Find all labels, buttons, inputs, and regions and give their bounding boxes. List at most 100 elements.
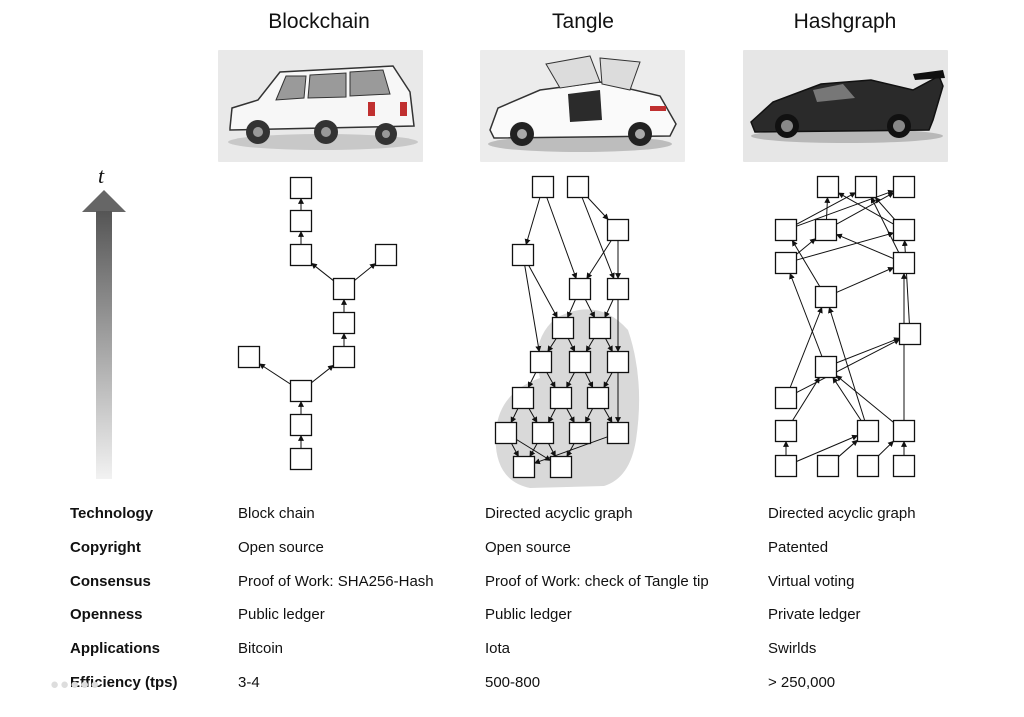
block-node-b5: [332, 277, 356, 301]
edge-h13-h11: [792, 376, 820, 421]
transaction-node-t3: [606, 218, 630, 242]
edge-t10-t13: [566, 372, 575, 389]
transaction-node-t8: [588, 316, 612, 340]
edge-h18-h15: [878, 440, 894, 457]
transaction-node-t9: [529, 350, 553, 374]
event-node-h7: [774, 251, 798, 275]
edge-h11-h10: [836, 337, 901, 364]
edge-b5-b3: [311, 262, 334, 282]
cell-tangle-applications: Iota: [485, 640, 511, 657]
edge-h16-h14: [796, 434, 859, 462]
transaction-node-t13: [549, 386, 573, 410]
event-node-h5: [814, 218, 838, 242]
event-node-h6: [892, 218, 916, 242]
edge-t10-t14: [584, 372, 594, 389]
block-node-b10: [289, 413, 313, 437]
cell-blockchain-openness: Public ledger: [238, 606, 325, 623]
event-node-h4: [774, 218, 798, 242]
car-station-wagon-image: [218, 50, 423, 162]
edge-h8-h5: [835, 233, 894, 260]
edge-h14-h11: [832, 376, 862, 421]
title-blockchain: Blockchain: [268, 10, 370, 33]
watermark-logo: ●●●●●: [50, 676, 101, 693]
edge-t8-t10: [585, 338, 595, 353]
edge-t7-t10: [567, 338, 576, 353]
edge-t12-t16: [528, 408, 538, 424]
block-node-b6: [332, 311, 356, 335]
transaction-node-t4: [511, 243, 535, 267]
event-node-h16: [774, 454, 798, 478]
cell-hashgraph-consensus: Virtual voting: [768, 573, 855, 590]
diagram-nodes: [237, 175, 922, 479]
block-node-b9: [289, 379, 313, 403]
event-node-h15: [892, 419, 916, 443]
edge-h6-h2: [874, 197, 896, 220]
edge-h6-h1: [837, 192, 894, 225]
transaction-node-t1: [531, 175, 555, 199]
edge-t13-t16: [547, 408, 557, 424]
transaction-node-t12: [511, 386, 535, 410]
transaction-node-t5: [568, 277, 592, 301]
event-node-h17: [816, 454, 840, 478]
transaction-node-t20: [549, 455, 573, 479]
cell-tangle-technology: Directed acyclic graph: [485, 505, 633, 522]
time-axis-label: t: [98, 163, 105, 188]
row-label-efficiency: Efficiency (tps): [70, 674, 178, 691]
event-node-h11: [814, 355, 838, 379]
title-hashgraph: Hashgraph: [793, 10, 897, 33]
edge-t16-t19: [529, 443, 538, 458]
edge-h11-h7: [789, 272, 823, 357]
edge-t4-t7: [528, 265, 558, 319]
transaction-node-t2: [566, 175, 590, 199]
event-node-h12: [774, 386, 798, 410]
diagram-edges: [258, 189, 910, 465]
edge-b9-b7: [311, 364, 334, 384]
edge-h9-h4: [791, 239, 821, 287]
block-node-b8: [237, 345, 261, 369]
edge-t15-t19: [511, 443, 519, 458]
edge-t2-t6: [581, 197, 615, 280]
edge-t7-t9: [547, 338, 557, 353]
edge-h15-h11: [836, 375, 894, 423]
edge-t12-t15: [510, 408, 519, 424]
edge-t18-t19: [533, 436, 608, 465]
block-node-b3: [289, 243, 313, 267]
event-node-h13: [774, 419, 798, 443]
transaction-node-t17: [568, 421, 592, 445]
cell-hashgraph-technology: Directed acyclic graph: [768, 505, 916, 522]
block-node-b7: [332, 345, 356, 369]
ledger-structure-diagrams: [82, 175, 922, 488]
edge-b9-b8: [258, 363, 291, 385]
edge-t5-t8: [584, 299, 596, 319]
edge-t3-t5: [586, 240, 612, 280]
event-node-h14: [856, 419, 880, 443]
edge-h4-h3: [796, 189, 895, 227]
cell-hashgraph-efficiency: > 250,000: [768, 674, 836, 691]
edge-h7-h5: [796, 238, 816, 255]
edge-t2-t3: [587, 197, 609, 220]
cell-blockchain-technology: Block chain: [238, 505, 315, 522]
cell-tangle-copyright: Open source: [485, 539, 571, 556]
cell-hashgraph-openness: Private ledger: [768, 606, 861, 623]
transaction-node-t6: [606, 277, 630, 301]
transaction-node-t19: [512, 455, 536, 479]
cell-tangle-openness: Public ledger: [485, 606, 572, 623]
edge-t6-t8: [604, 299, 614, 319]
row-label-technology: Technology: [70, 505, 154, 522]
edge-h5-h1: [824, 196, 831, 220]
edge-t14-t17: [584, 408, 594, 424]
time-arrow: [82, 190, 126, 479]
block-node-b11: [289, 447, 313, 471]
cell-blockchain-applications: Bitcoin: [238, 640, 284, 657]
edge-t8-t11: [605, 338, 613, 353]
block-node-b1: [289, 176, 313, 200]
row-label-consensus: Consensus: [70, 573, 151, 590]
event-node-h1: [816, 175, 840, 199]
event-node-h9: [814, 285, 838, 309]
edge-b5-b4: [354, 263, 376, 281]
edge-h17-h14: [838, 439, 858, 458]
edge-t13-t17: [566, 408, 575, 424]
transaction-node-t14: [586, 386, 610, 410]
transaction-node-t11: [606, 350, 630, 374]
edge-h8-h2: [870, 196, 900, 253]
